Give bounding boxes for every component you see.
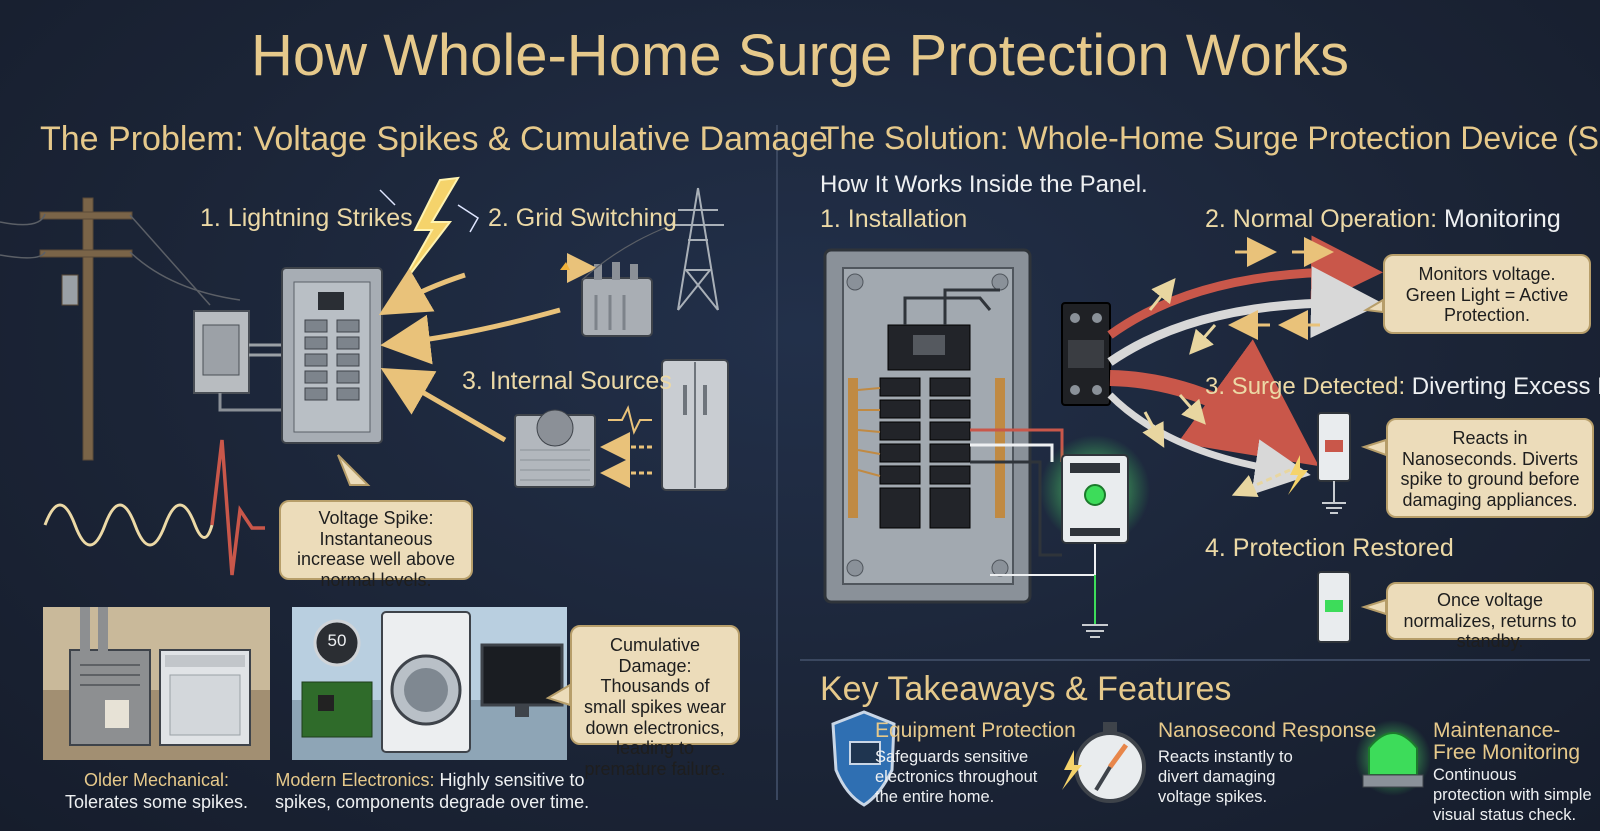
feature-maintenance-title: Maintenance-Free Monitoring xyxy=(1433,719,1581,765)
meter-box xyxy=(193,310,282,412)
older-mechanical-caption: Older Mechanical: Tolerates some spikes. xyxy=(43,770,270,813)
neutral-line-arrow xyxy=(1107,266,1383,366)
source-lightning-label: 1. Lightning Strikes xyxy=(200,204,413,232)
lightning-bolt-icon xyxy=(397,176,460,291)
transmission-tower xyxy=(581,187,724,311)
double-breaker xyxy=(1061,302,1111,406)
thermostat-value: 50 xyxy=(327,631,347,650)
takeaways-heading: Key Takeaways & Features xyxy=(820,670,1232,708)
step-surge-rest: Diverting Excess Energy xyxy=(1411,373,1600,400)
small-spike-icon xyxy=(608,405,652,435)
cumulative-damage-callout: Cumulative Damage: Thousands of small sp… xyxy=(570,625,740,779)
surge-detected-callout: Reacts in Nanoseconds. Diverts spike to … xyxy=(1386,418,1594,518)
feature-nanosecond-text: Reacts instantly to divert damaging volt… xyxy=(1158,748,1293,806)
modern-electronics-caption: Modern Electronics: Highly sensitive to … xyxy=(275,770,589,813)
protection-restored-callout: Once voltage normalizes, returns to stan… xyxy=(1386,582,1594,651)
utility-pole xyxy=(39,197,133,461)
step-surge-label: 3. Surge Detected: Diverting Excess Ener… xyxy=(1205,374,1600,399)
grid-arrow xyxy=(380,307,561,365)
feature-equipment-text: Safeguards sensitive electronics through… xyxy=(875,748,1038,806)
older-title: Older Mechanical: xyxy=(83,770,230,790)
step-normal-title: 2. Normal Operation: xyxy=(1205,205,1438,233)
modern-text-1: Highly sensitive to xyxy=(439,770,585,790)
solution-heading: The Solution: Whole-Home Surge Protectio… xyxy=(820,120,1600,156)
voltage-spike-callout: Voltage Spike: Instantaneous increase we… xyxy=(279,500,473,590)
source-internal-label: 3. Internal Sources xyxy=(462,367,672,395)
transformer xyxy=(560,252,653,337)
voltage-spike-wave xyxy=(210,439,265,576)
service-panel xyxy=(823,248,1108,638)
modern-text-2: spikes, components degrade over time. xyxy=(275,791,590,812)
status-light-icon xyxy=(1084,484,1106,506)
ac-unit xyxy=(514,409,596,488)
internal-arrow xyxy=(380,368,507,443)
problem-heading: The Problem: Voltage Spikes & Cumulative… xyxy=(40,120,829,158)
small-bolt-icon xyxy=(1288,455,1308,495)
solution-subheading: How It Works Inside the Panel. xyxy=(820,171,1148,198)
older-text: Tolerates some spikes. xyxy=(64,791,249,812)
surge-neutral-arrow xyxy=(1107,392,1311,495)
shield-icon xyxy=(831,710,896,807)
modern-title: Modern Electronics: xyxy=(275,770,435,790)
power-lines xyxy=(0,213,241,306)
breaker-panel-problem xyxy=(281,267,383,444)
green-light-icon xyxy=(1355,720,1431,796)
step-normal-rest: Monitoring xyxy=(1444,205,1561,233)
spd-module-standby xyxy=(1317,571,1351,643)
feature-maintenance-text: Continuous protection with simple visual… xyxy=(1433,766,1592,824)
feature-equipment-title: Equipment Protection xyxy=(875,719,1076,742)
modern-electronics-photo xyxy=(292,607,567,760)
lightning-arrow xyxy=(378,268,466,316)
stopwatch-icon xyxy=(1062,722,1146,803)
step-normal-label: 2. Normal Operation: Monitoring xyxy=(1205,206,1561,232)
surge-arrow xyxy=(1109,339,1319,467)
spd-device xyxy=(1061,454,1129,544)
normal-operation-callout: Monitors voltage. Green Light = Active P… xyxy=(1383,254,1591,334)
feature-nanosecond-title: Nanosecond Response xyxy=(1158,719,1377,742)
page-title: How Whole-Home Surge Protection Works xyxy=(250,23,1350,88)
spd-module-surge xyxy=(1317,412,1351,514)
normal-voltage-wave xyxy=(43,503,214,547)
step-surge-title: 3. Surge Detected: xyxy=(1205,373,1406,400)
step-installation-label: 1. Installation xyxy=(820,205,968,233)
refrigerator xyxy=(661,359,729,491)
source-grid-label: 2. Grid Switching xyxy=(488,204,677,232)
older-appliances-photo xyxy=(43,607,270,760)
step-restored-label: 4. Protection Restored xyxy=(1205,534,1454,562)
